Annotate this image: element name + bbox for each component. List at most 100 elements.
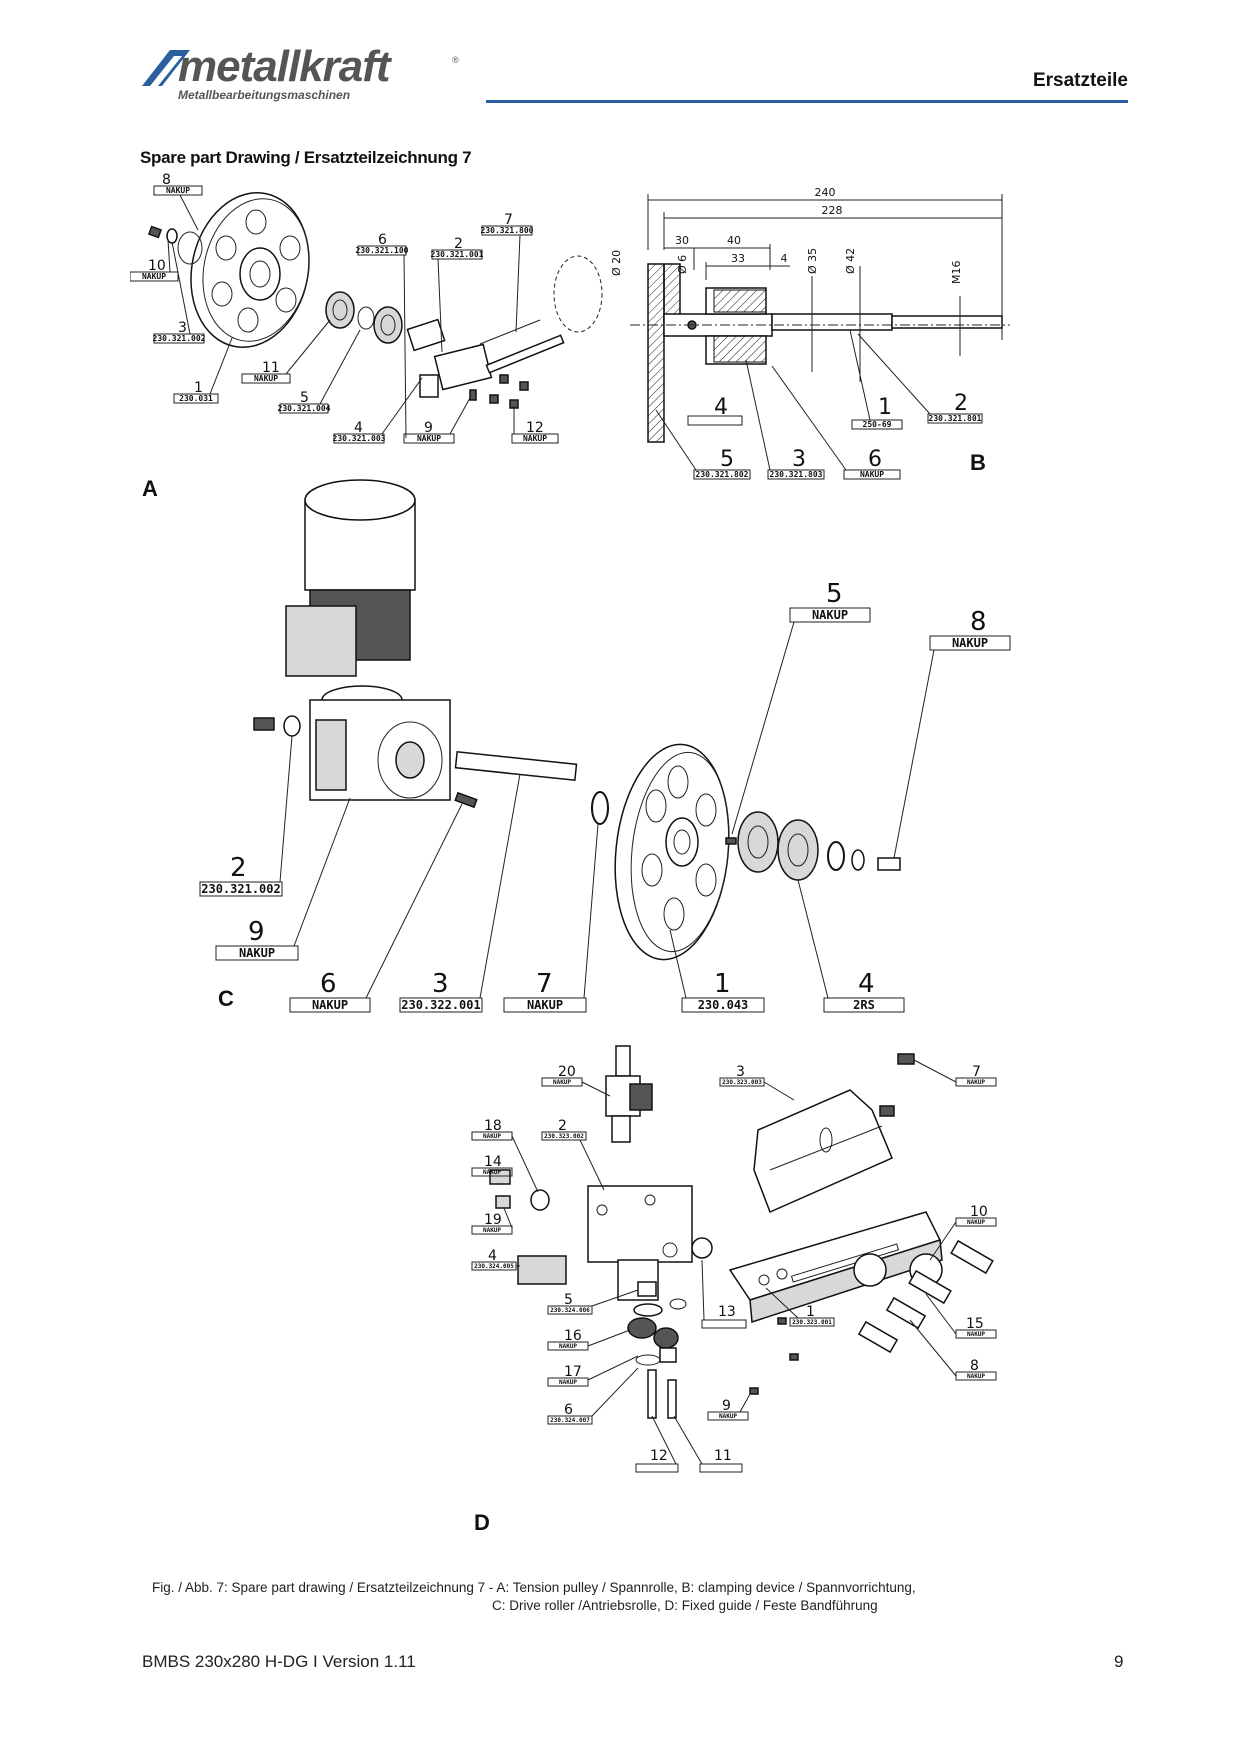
dim-4: 4	[781, 252, 788, 265]
logo-subtitle: Metallbearbeitungsmaschinen	[178, 88, 351, 102]
section-a-drawing	[147, 192, 603, 409]
figure-caption-line-2: C: Drive roller /Antriebsrolle, D: Fixed…	[492, 1598, 878, 1613]
callout-code: NAKUP	[239, 946, 275, 960]
spare-part-drawing: 8 NAKUP 10 NAKUP 3 230.321.002 1 230.031…	[130, 172, 1011, 1535]
callout-code: 2RS	[853, 998, 875, 1012]
dim-30: 30	[675, 234, 689, 247]
callout-code: NAKUP	[860, 470, 884, 479]
figure-caption-line-1: Fig. / Abb. 7: Spare part drawing / Ersa…	[152, 1580, 916, 1595]
callout-code: NAKUP	[483, 1227, 501, 1234]
section-a-callout-11: 11 NAKUP	[241, 319, 331, 384]
section-c-callout-3: 3 230.322.001	[399, 773, 521, 1013]
section-d-callout-2: 2 230.323.002	[541, 1118, 605, 1191]
section-d-callout-5: 5 230.324.006	[547, 1289, 639, 1315]
drawing-title: Spare part Drawing / Ersatzteilzeichnung…	[140, 148, 472, 167]
callout-code: 230.321.800	[481, 226, 534, 235]
callout-code: NAKUP	[812, 608, 848, 622]
callout-code: 230.321.002	[201, 882, 280, 896]
section-a-pulley-wheel	[190, 192, 310, 348]
callout-number: 6	[868, 447, 882, 472]
section-a-callout-3: 3 230.321.002	[153, 241, 206, 344]
callout-number: 7	[504, 212, 513, 228]
callout-number: 3	[792, 447, 806, 472]
callout-code: 230.321.004	[278, 404, 331, 413]
callout-code: 230.323.001	[792, 1319, 832, 1326]
callout-number: 11	[714, 1448, 732, 1464]
callout-number: 20	[558, 1064, 576, 1080]
dim-40: 40	[727, 234, 741, 247]
section-d-callout-1: 1 230.323.001	[765, 1287, 835, 1327]
callout-number: 5	[720, 447, 734, 472]
callout-code: NAKUP	[523, 434, 547, 443]
callout-code: NAKUP	[967, 1373, 985, 1380]
dim-dia42: Ø 42	[844, 248, 857, 274]
callout-code: NAKUP	[483, 1133, 501, 1140]
section-c-callout-6: 6 NAKUP	[289, 803, 463, 1013]
section-a-callout-2: 2 230.321.001	[431, 236, 484, 353]
callout-number: 6	[564, 1402, 573, 1418]
callout-code: 230.321.100	[356, 246, 409, 255]
section-a-callout-9: 9 NAKUP	[403, 397, 471, 444]
footer-model-version: BMBS 230x280 H-DG I Version 1.11	[142, 1652, 416, 1671]
callout-code: 230.321.801	[929, 414, 982, 423]
callout-number: 3	[432, 969, 449, 999]
callout-number: 1	[878, 395, 892, 420]
callout-number: 7	[972, 1064, 981, 1080]
footer-page-number: 9	[1114, 1652, 1124, 1671]
callout-code: 230.322.001	[401, 998, 480, 1012]
callout-code: 230.323.003	[722, 1079, 762, 1086]
logo-mark-icon	[142, 50, 190, 86]
callout-code: NAKUP	[967, 1079, 985, 1086]
callout-code: 230.324.006	[550, 1307, 590, 1314]
section-a-callout-10: 10 NAKUP	[130, 239, 179, 282]
callout-code: NAKUP	[527, 998, 563, 1012]
callout-number: 10	[970, 1204, 988, 1220]
section-d-callout-11: 11	[673, 1415, 743, 1473]
callout-code: 250-69	[863, 420, 892, 429]
callout-code: NAKUP	[967, 1331, 985, 1338]
callout-code: 230.031	[179, 394, 213, 403]
section-a-callout-8: 8 NAKUP	[153, 172, 203, 231]
header-rule	[486, 100, 1128, 103]
section-a-letter: A	[142, 476, 158, 501]
callout-code: NAKUP	[553, 1079, 571, 1086]
logo-registered-mark: ®	[452, 55, 459, 65]
callout-code: NAKUP	[254, 374, 278, 383]
callout-number: 9	[248, 917, 265, 947]
callout-code: 230.321.803	[770, 470, 823, 479]
callout-number: 5	[564, 1292, 573, 1308]
dim-228: 228	[822, 204, 843, 217]
callout-number: 2	[558, 1118, 567, 1134]
callout-number: 12	[650, 1448, 668, 1464]
section-d-callout-7: 7 NAKUP	[913, 1059, 997, 1087]
callout-code: 230.324.005	[474, 1263, 514, 1270]
callout-code: 230.323.002	[544, 1133, 584, 1140]
callout-code: NAKUP	[417, 434, 441, 443]
section-c-callout-8: 8 NAKUP	[893, 607, 1011, 859]
section-d-callout-20: 20 NAKUP	[541, 1064, 611, 1097]
section-b-callout-6: 6 NAKUP	[771, 365, 901, 480]
callout-code: NAKUP	[483, 1169, 501, 1176]
section-d-callout-8: 8 NAKUP	[909, 1319, 997, 1381]
callout-number: 10	[148, 258, 166, 274]
callout-number: 4	[714, 395, 728, 420]
callout-number: 16	[564, 1328, 582, 1344]
callout-number: 8	[162, 172, 171, 188]
section-a-callout-5: 5 230.321.004	[278, 329, 361, 414]
callout-number: 17	[564, 1364, 582, 1380]
callout-code: 230.321.002	[153, 334, 206, 343]
section-d-letter: D	[474, 1510, 490, 1535]
callout-number: 12	[526, 420, 544, 436]
callout-code: NAKUP	[166, 186, 190, 195]
dim-dia20: Ø 20	[610, 250, 623, 276]
section-b-callout-3: 3 230.321.803	[745, 359, 825, 480]
dim-m16: M16	[950, 261, 963, 285]
callout-number: 2	[954, 391, 968, 416]
section-a-callout-6: 6 230.321.100	[356, 232, 409, 439]
callout-number: 5	[826, 579, 843, 609]
callout-code: NAKUP	[967, 1219, 985, 1226]
dim-dia35: Ø 35	[806, 248, 819, 274]
callout-number: 1	[714, 969, 731, 999]
section-c-callout-4: 4 2RS	[797, 879, 905, 1013]
callout-number: 6	[320, 969, 337, 999]
